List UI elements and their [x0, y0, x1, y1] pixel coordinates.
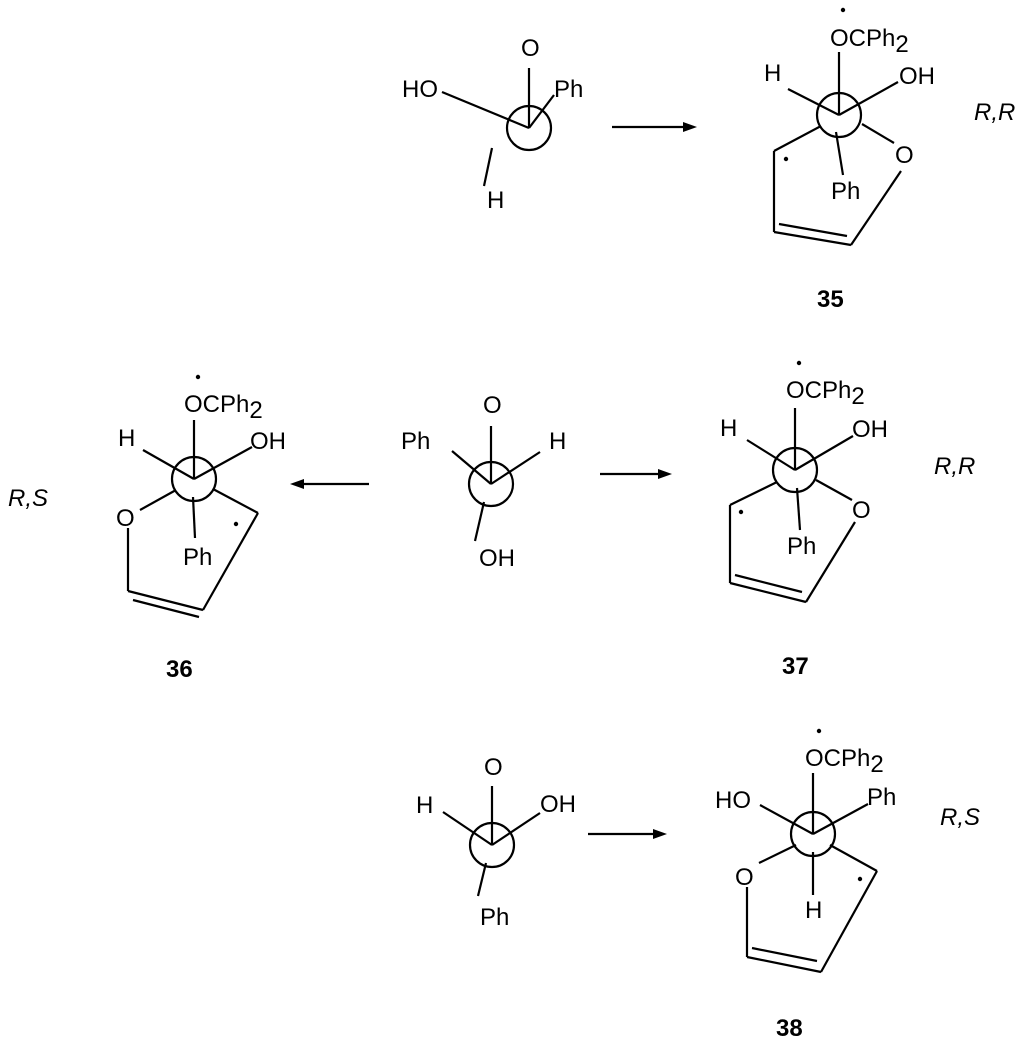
radical-dot [783, 156, 789, 162]
atom-OH: OH [479, 545, 515, 572]
bond-front-right [528, 94, 555, 129]
atom-H: H [764, 60, 781, 87]
atom-OH: OH [899, 63, 935, 90]
newman-start-3: O H OH Ph [416, 754, 576, 931]
atom-HO: HO [402, 76, 438, 103]
arrow-row3 [588, 829, 667, 839]
ring-double-bond [746, 955, 822, 974]
atom-OH: OH [540, 791, 576, 818]
bond-back-bottom [482, 147, 494, 187]
stereo-descriptor: R,R [974, 99, 1015, 126]
atom-OH: OH [250, 428, 286, 455]
atom-O: O [483, 392, 502, 419]
atom-O-ring: O [852, 497, 871, 524]
atom-O: O [521, 35, 540, 62]
radical-dot [816, 728, 822, 734]
ring-bond [805, 521, 856, 603]
product-36: OCPh2 H OH O Ph 36 R,S [8, 374, 286, 683]
radical-dot [233, 521, 239, 527]
compound-number: 38 [776, 1015, 803, 1042]
newman-start-2: O Ph H OH [401, 392, 566, 572]
atom-Ph: Ph [480, 904, 509, 931]
atom-HO: HO [715, 787, 751, 814]
atom-O-ring: O [735, 864, 754, 891]
ring-double-bond-inner [132, 598, 200, 619]
compound-number: 37 [782, 653, 809, 680]
group-OCPh2: OCPh2 [184, 391, 263, 424]
atom-Ph: Ph [867, 784, 896, 811]
ring-double-bond-inner [778, 222, 848, 238]
atom-H: H [805, 897, 822, 924]
group-OCPh2: OCPh2 [786, 377, 865, 410]
atom-O-ring: O [116, 505, 135, 532]
newman-start-1: O HO Ph H [402, 35, 583, 214]
compound-number: 36 [166, 656, 193, 683]
ring-double-bond [127, 589, 204, 612]
atom-H: H [487, 187, 504, 214]
atom-H: H [416, 792, 433, 819]
radical-dot [857, 876, 863, 882]
ring-bond [820, 870, 878, 973]
atom-OH: OH [852, 416, 888, 443]
group-OCPh2: OCPh2 [805, 745, 884, 778]
product-37: OCPh2 H OH O Ph 37 R,R [720, 360, 975, 680]
atom-H: H [720, 415, 737, 442]
arrow-left-row2 [290, 479, 369, 489]
atom-Ph: Ph [183, 544, 212, 571]
radical-dot [796, 360, 802, 366]
radical-dot [738, 509, 744, 515]
stereo-descriptor: R,S [8, 485, 48, 512]
bond-front-left [441, 90, 530, 130]
atom-Ph: Ph [831, 178, 860, 205]
radical-dot [840, 7, 846, 13]
atom-O: O [484, 754, 503, 781]
ring-bond [202, 512, 259, 611]
ring-double-bond [773, 230, 852, 247]
ring-bond [850, 170, 902, 246]
atom-Ph: Ph [787, 533, 816, 560]
product-35: OCPh2 H OH O Ph 35 R,R [764, 7, 1015, 313]
stereo-descriptor: R,R [934, 453, 975, 480]
stereo-descriptor: R,S [940, 804, 980, 831]
atom-O-ring: O [895, 142, 914, 169]
ring-double-bond [729, 581, 807, 604]
ring-double-bond-inner [751, 946, 818, 963]
compound-number: 35 [817, 286, 844, 313]
ring-double-bond-inner [734, 573, 803, 594]
atom-H: H [118, 425, 135, 452]
atom-Ph: Ph [554, 76, 583, 103]
atom-H: H [549, 428, 566, 455]
radical-dot [195, 374, 201, 380]
product-38: OCPh2 HO Ph O H 38 R,S [715, 728, 980, 1042]
arrow-row1 [612, 122, 697, 132]
group-OCPh2: OCPh2 [830, 25, 909, 58]
atom-Ph: Ph [401, 428, 430, 455]
arrow-right-row2 [600, 469, 672, 479]
